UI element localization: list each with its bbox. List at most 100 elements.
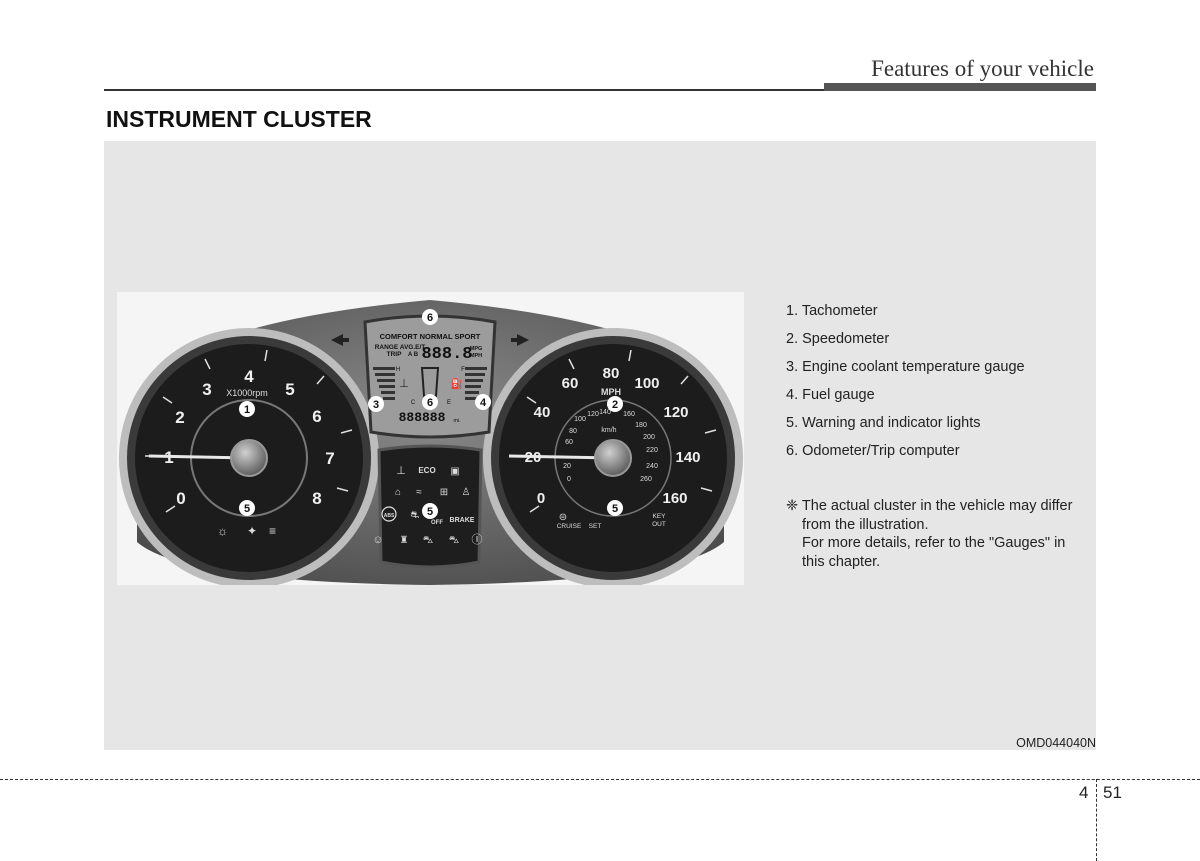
coolant-temp-icon: ⊥: [399, 378, 409, 390]
callout-6-lcd: 6: [422, 394, 438, 410]
speedo-kmh-number: 20: [563, 463, 571, 470]
speedo-mph-number: 100: [634, 375, 659, 392]
callout-2: 2: [607, 396, 623, 412]
header-title: Features of your vehicle: [871, 56, 1094, 82]
speedo-mph-number: 60: [562, 375, 579, 392]
legend-item: 6. Odometer/Trip computer: [786, 442, 1025, 470]
oil-pressure-icon: ≈: [416, 487, 422, 498]
header-rule-accent: [824, 83, 1096, 91]
tach-hub: [231, 440, 267, 476]
coolant-warning-icon: ⊥: [396, 465, 406, 477]
tach-number: 8: [312, 489, 321, 508]
tach-number: 2: [175, 408, 184, 427]
speedo-kmh-number: 120: [587, 411, 599, 418]
trip-label: TRIP: [387, 351, 402, 358]
legend-item: 3. Engine coolant temperature gauge: [786, 358, 1025, 386]
callout-5-tach: 5: [239, 500, 255, 516]
callout-6-top: 6: [422, 309, 438, 325]
speedo-kmh-number: 80: [569, 428, 577, 435]
airbag-icon: ☺: [372, 534, 383, 546]
headlight-icon: ☼: [217, 524, 228, 538]
speedo-hub: [595, 440, 631, 476]
temp-c-label: C: [411, 400, 416, 406]
speedo-kmh-number: 200: [643, 434, 655, 441]
trip-ab-label: A B: [408, 352, 419, 358]
speedo-kmh-number: 260: [640, 476, 652, 483]
cruise-icon: ⊜: [559, 512, 567, 523]
tach-unit: X1000rpm: [226, 388, 268, 398]
callout-3: 3: [368, 396, 384, 412]
footer-vertical-divider: [1096, 779, 1097, 861]
svg-text:6: 6: [427, 312, 433, 324]
fuel-f-label: F: [461, 367, 465, 373]
callout-5-speedo: 5: [607, 500, 623, 516]
engine-check-icon: ⌂: [395, 487, 401, 498]
page-number: 51: [1103, 783, 1122, 803]
speedo-mph-number: 160: [662, 490, 687, 507]
speedo-kmh-number: 100: [574, 416, 586, 423]
fuel-e-label: E: [447, 400, 451, 406]
legend-item: 1. Tachometer: [786, 302, 1025, 330]
tachometer: 0 1 2 3 4 5 6 7 8 X1000rpm ☼ ✦ ≡: [119, 328, 379, 585]
legend-item: 5. Warning and indicator lights: [786, 414, 1025, 442]
svg-text:5: 5: [244, 503, 250, 515]
note-line: from the illustration.: [786, 516, 1096, 535]
cluster-note: ❈ The actual cluster in the vehicle may …: [786, 497, 1096, 571]
lcd-digits: 888.8: [421, 345, 472, 364]
seatbelt-icon: ♙: [462, 487, 471, 498]
brake-label: BRAKE: [450, 517, 475, 524]
fuel-warning-icon: ▣: [450, 466, 459, 477]
svg-text:3: 3: [373, 399, 379, 411]
callout-1: 1: [239, 401, 255, 417]
svg-text:6: 6: [427, 397, 433, 409]
note-line: For more details, refer to the "Gauges" …: [786, 534, 1096, 553]
svg-text:2: 2: [612, 399, 618, 411]
legend-list: 1. Tachometer 2. Speedometer 3. Engine c…: [786, 302, 1025, 470]
callout-4: 4: [475, 394, 491, 410]
fuel-pump-icon: ⛽: [451, 377, 463, 390]
speedo-kmh-unit: km/h: [601, 427, 616, 434]
mpg-label: MPG: [470, 346, 483, 352]
speedo-mph-number: 80: [603, 365, 620, 382]
figure-code: OMD044040N: [1016, 736, 1096, 750]
speedo-kmh-number: 180: [635, 422, 647, 429]
tire-pressure-icon: Ⓘ: [472, 533, 483, 546]
speedo-kmh-number: 60: [565, 439, 573, 446]
speedo-mph-number: 120: [663, 404, 688, 421]
tach-number: 5: [285, 380, 294, 399]
speedo-kmh-number: 140: [599, 409, 611, 416]
hood-open-icon: ⛍: [449, 535, 459, 546]
battery-icon: ⊞: [440, 487, 448, 498]
speedo-mph-number: 140: [675, 449, 700, 466]
cruise-label: CRUISE: [557, 523, 582, 530]
legend-item: 2. Speedometer: [786, 330, 1025, 358]
speedo-mph-number: 40: [534, 404, 551, 421]
set-label: SET: [589, 523, 602, 530]
footer-divider: [0, 779, 1200, 780]
speedometer: 0 20 40 60 80 100 120 140 160 MPH 0 20 6…: [483, 328, 743, 585]
speedo-kmh-number: 0: [567, 476, 571, 483]
high-beam-icon: ≡: [269, 524, 276, 538]
abs-label: ABS: [384, 513, 395, 519]
speedo-kmh-number: 240: [646, 463, 658, 470]
instrument-cluster-illustration: 0 1 2 3 4 5 6 7 8 X1000rpm ☼ ✦ ≡: [117, 292, 744, 585]
door-open-icon: ♜: [400, 535, 409, 546]
chapter-number: 4: [1079, 783, 1088, 803]
svg-text:4: 4: [480, 397, 487, 409]
drive-mode-label: COMFORT NORMAL SPORT: [380, 332, 481, 341]
svg-text:5: 5: [612, 503, 618, 515]
speedo-kmh-number: 220: [646, 447, 658, 454]
tach-number: 6: [312, 407, 321, 426]
key-label: KEY: [652, 513, 666, 520]
traction-control-icon: ⛐: [411, 510, 420, 521]
fog-light-icon: ✦: [247, 524, 257, 538]
speedo-mph-unit: MPH: [601, 387, 621, 397]
temp-h-label: H: [396, 367, 400, 373]
tach-number: 7: [325, 449, 334, 468]
tach-number: 0: [176, 489, 185, 508]
tach-number: 4: [244, 367, 254, 386]
odometer-digits: 888888: [399, 410, 446, 425]
svg-text:1: 1: [244, 404, 250, 416]
callout-5-center: 5: [422, 503, 438, 519]
tach-number: 3: [202, 380, 211, 399]
